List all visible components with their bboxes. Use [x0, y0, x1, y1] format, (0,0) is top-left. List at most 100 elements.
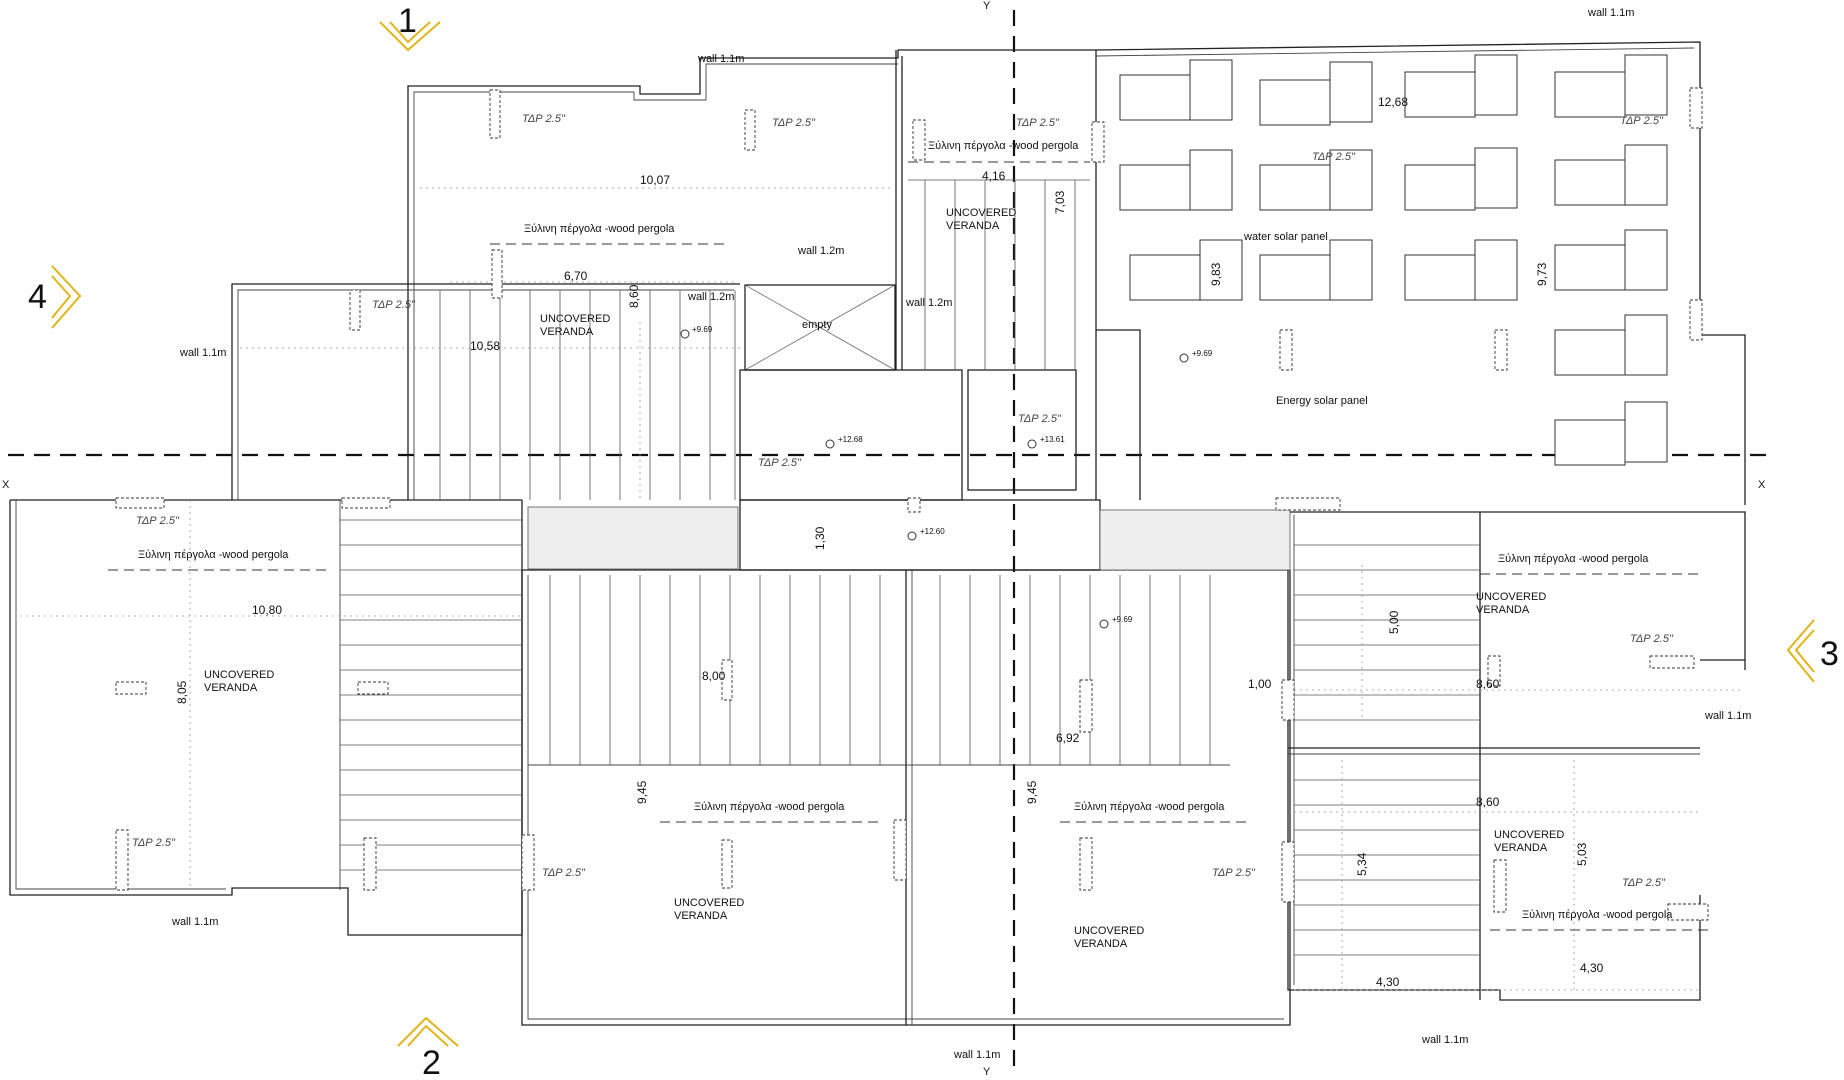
- veranda-label-uncovered: UNCOVERED: [540, 313, 610, 325]
- dimension-label: 6,92: [1056, 731, 1080, 745]
- dimension-label: 8,60: [627, 284, 641, 308]
- dimension-label: 5,00: [1387, 610, 1401, 634]
- dimension-label: 5,34: [1355, 852, 1369, 876]
- dimension-label: 1,00: [1248, 677, 1272, 691]
- wall-label: wall 1.1m: [1587, 7, 1634, 19]
- veranda-labels: UNCOVERED VERANDA UNCOVERED VERANDA UNCO…: [204, 207, 1564, 950]
- drain-label: ΤΔΡ 2.5": [1212, 867, 1256, 879]
- veranda-label-veranda: VERANDA: [1074, 938, 1128, 950]
- wall-label: wall 1.1m: [953, 1049, 1000, 1061]
- pergola-label: Ξύλινη πέργολα -wood pergola: [138, 549, 289, 561]
- wall-label: wall 1.2m: [797, 245, 844, 257]
- view-marker-1-label: 1: [398, 2, 417, 40]
- view-marker-1-icon: [379, 21, 441, 52]
- drain-label: ΤΔΡ 2.5": [1016, 117, 1060, 129]
- axis-label-x-right: X: [1758, 479, 1766, 491]
- view-marker-2-label: 2: [422, 1044, 441, 1080]
- drain-label: ΤΔΡ 2.5": [132, 837, 176, 849]
- axis-lines: Y Y X X: [2, 0, 1770, 1078]
- dimension-label: 4,30: [1580, 961, 1604, 975]
- drain-label: ΤΔΡ 2.5": [1630, 633, 1674, 645]
- dimension-label: 8,60: [1476, 795, 1500, 809]
- pergola-labels: Ξύλινη πέργολα -wood pergola Ξύλινη πέργ…: [138, 140, 1673, 921]
- veranda-label-veranda: VERANDA: [946, 220, 1000, 232]
- wall-label: wall 1.1m: [1704, 710, 1751, 722]
- dimension-label: 4,30: [1376, 975, 1400, 989]
- drain-boxes: [115, 87, 1709, 921]
- veranda-label-veranda: VERANDA: [204, 682, 258, 694]
- dimension-label: 10,58: [470, 339, 500, 353]
- drain-labels: ΤΔΡ 2.5" ΤΔΡ 2.5" ΤΔΡ 2.5" ΤΔΡ 2.5" ΤΔΡ …: [132, 113, 1674, 889]
- level-label: +12.60: [920, 527, 945, 536]
- view-marker-3-icon: [1786, 619, 1815, 683]
- dimension-label: 9,73: [1535, 262, 1549, 286]
- axis-label-y-top: Y: [983, 0, 991, 12]
- pergola-label: Ξύλινη πέργολα -wood pergola: [1498, 553, 1649, 565]
- veranda-label-uncovered: UNCOVERED: [674, 897, 744, 909]
- dimension-label: 6,70: [564, 269, 588, 283]
- pergola-label: Ξύλινη πέργολα -wood pergola: [694, 801, 845, 813]
- level-labels: +9.69 +12.68 +13.61 +9.69 +12.60 +9.69: [680, 325, 1213, 629]
- pergola-edges: [108, 161, 1712, 931]
- veranda-label-veranda: VERANDA: [1476, 604, 1530, 616]
- dimension-label: 9,45: [635, 780, 649, 804]
- dimension-label: 8,05: [175, 680, 189, 704]
- dimension-label: 8,00: [702, 669, 726, 683]
- axis-label-x-left: X: [2, 479, 10, 491]
- level-label: +13.61: [1040, 435, 1065, 444]
- dimension-label: 7,03: [1053, 190, 1067, 214]
- paving-hatch: [527, 506, 1291, 571]
- wall-label: wall 1.2m: [687, 291, 734, 303]
- wall-label: wall 1.1m: [697, 53, 744, 65]
- wall-label: wall 1.1m: [1421, 1034, 1468, 1046]
- building-walls: [9, 41, 1746, 1026]
- veranda-label-uncovered: UNCOVERED: [1476, 591, 1546, 603]
- wall-label: wall 1.1m: [171, 916, 218, 928]
- veranda-label-veranda: VERANDA: [540, 326, 594, 338]
- dimension-label: 12,68: [1378, 95, 1408, 109]
- level-label: +9.69: [1112, 615, 1133, 624]
- pergola-slats: [339, 179, 1480, 956]
- drain-label: ΤΔΡ 2.5": [758, 457, 802, 469]
- solar-panels: [1119, 54, 1668, 466]
- room-label-energy-solar: Energy solar panel: [1276, 395, 1368, 407]
- level-label: +12.68: [838, 435, 863, 444]
- room-label-water-solar: water solar panel: [1243, 231, 1328, 243]
- veranda-label-veranda: VERANDA: [674, 910, 728, 922]
- veranda-label-uncovered: UNCOVERED: [946, 207, 1016, 219]
- dimension-label: 1,30: [813, 526, 827, 550]
- dimension-label: 10,07: [640, 173, 670, 187]
- dimension-label: 4,16: [982, 169, 1006, 183]
- dimension-label: 5,03: [1575, 842, 1589, 866]
- pergola-label: Ξύλινη πέργολα -wood pergola: [1522, 909, 1673, 921]
- drain-label: ΤΔΡ 2.5": [772, 117, 816, 129]
- drain-label: ΤΔΡ 2.5": [522, 113, 566, 125]
- veranda-label-uncovered: UNCOVERED: [1074, 925, 1144, 937]
- wall-labels: wall 1.1m wall 1.1m wall 1.1m wall 1.1m …: [171, 7, 1751, 1061]
- dimension-label: 8,60: [1476, 677, 1500, 691]
- dimension-labels: 10,07 4,16 7,03 6,70 8,60 10,58 12,68 9,…: [175, 95, 1604, 989]
- room-labels: empty water solar panel Energy solar pan…: [802, 231, 1368, 407]
- drain-label: ΤΔΡ 2.5": [1312, 151, 1356, 163]
- veranda-label-veranda: VERANDA: [1494, 842, 1548, 854]
- axis-label-y-bottom: Y: [983, 1066, 991, 1078]
- room-label-empty: empty: [802, 319, 832, 331]
- drain-label: ΤΔΡ 2.5": [1622, 877, 1666, 889]
- drain-label: ΤΔΡ 2.5": [136, 515, 180, 527]
- wall-label: wall 1.1m: [179, 347, 226, 359]
- pergola-label: Ξύλινη πέργολα -wood pergola: [1074, 801, 1225, 813]
- dimension-guides: [20, 187, 1740, 991]
- view-marker-4-label: 4: [28, 278, 47, 316]
- view-marker-2-icon: [397, 1016, 459, 1047]
- level-label: +9.69: [692, 325, 713, 334]
- drain-label: ΤΔΡ 2.5": [372, 299, 416, 311]
- pergola-label: Ξύλινη πέργολα -wood pergola: [928, 140, 1079, 152]
- drain-label: ΤΔΡ 2.5": [542, 867, 586, 879]
- pergola-label: Ξύλινη πέργολα -wood pergola: [524, 223, 675, 235]
- view-marker-4-icon: [51, 265, 82, 329]
- level-label: +9.69: [1192, 349, 1213, 358]
- view-markers: 1 2 3 4: [28, 2, 1839, 1080]
- drain-label: ΤΔΡ 2.5": [1620, 115, 1664, 127]
- drain-label: ΤΔΡ 2.5": [1018, 413, 1062, 425]
